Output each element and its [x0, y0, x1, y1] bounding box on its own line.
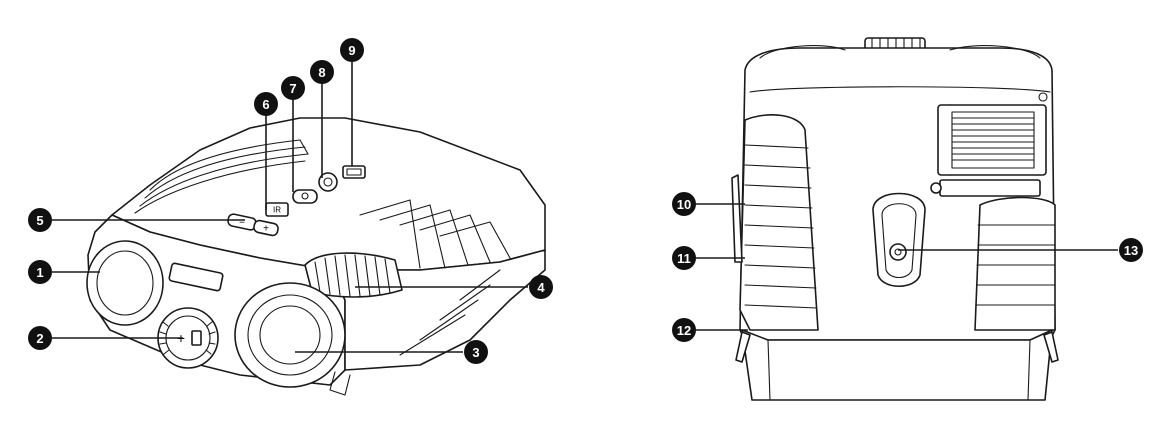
- binocular-front-view: − + IR: [86, 117, 546, 396]
- side-grip-ribs: [359, 199, 511, 356]
- mode-button[interactable]: [292, 189, 318, 204]
- left-top-ear: [759, 45, 846, 59]
- tripod-socket: [872, 192, 926, 288]
- callout-number: 1: [36, 265, 43, 280]
- right-strap-hook: [1043, 331, 1059, 363]
- leader-lines: [52, 62, 1118, 353]
- callout-circle: [672, 192, 696, 216]
- callout-circle: [310, 60, 334, 84]
- callout-circle: [672, 318, 696, 342]
- callout-6: 6: [254, 92, 278, 116]
- callout-number: 9: [348, 43, 355, 58]
- strap-loop: [329, 371, 351, 396]
- focus-wheel: [304, 252, 403, 298]
- callout-circle: [340, 38, 364, 62]
- callout-9: 9: [340, 38, 364, 62]
- right-top-ear: [949, 45, 1041, 59]
- callout-circle: [28, 326, 52, 350]
- left-rib-grip: [739, 114, 819, 331]
- base-edges: [767, 339, 1031, 401]
- indicator-light: [930, 182, 942, 194]
- callout-4: 4: [529, 275, 553, 299]
- callout-number: 13: [1124, 243, 1138, 258]
- mode-button-dot: [301, 192, 309, 200]
- callout-number: 2: [36, 331, 43, 346]
- callout-number: 4: [537, 280, 545, 295]
- menu-button-inner: [346, 168, 362, 176]
- callout-circle: [672, 246, 696, 270]
- menu-button[interactable]: [342, 165, 366, 179]
- callout-number: 11: [677, 251, 691, 266]
- zoom-plus-button[interactable]: [253, 219, 279, 237]
- callout-number: 5: [36, 213, 43, 228]
- callout-circle: [254, 92, 278, 116]
- left-strap-hook: [735, 331, 751, 363]
- callout-number: 10: [677, 197, 691, 212]
- callout-circle: [28, 260, 52, 284]
- plus-glyph: +: [263, 224, 269, 235]
- card-slot-cover: [939, 179, 1041, 197]
- callout-number: 12: [677, 323, 691, 338]
- callout-13: 13: [1119, 238, 1143, 262]
- callout-5: 5: [28, 208, 52, 232]
- binocular-rear-view: [731, 37, 1059, 401]
- callout-7: 7: [281, 76, 305, 100]
- callout-circle: [281, 76, 305, 100]
- callout-11: 11: [672, 246, 696, 270]
- callout-number: 7: [289, 81, 296, 96]
- battery-indicator: [191, 330, 202, 346]
- top-controls: − + IR: [227, 165, 366, 237]
- power-button-inner: [323, 177, 333, 187]
- callout-number: 8: [318, 65, 325, 80]
- callout-12: 12: [672, 318, 696, 342]
- top-seam: [749, 86, 1051, 93]
- right-lens: [234, 282, 346, 388]
- callout-circle: [1119, 238, 1143, 262]
- ir-window: [168, 262, 224, 292]
- right-rib-grip: [974, 196, 1056, 331]
- corner-screw: [1038, 92, 1048, 102]
- callout-circle: [529, 275, 553, 299]
- callout-8: 8: [310, 60, 334, 84]
- callout-2: 2: [28, 326, 52, 350]
- minus-glyph: −: [239, 218, 245, 229]
- side-strap-lug: [731, 174, 743, 263]
- top-grip-ribs: [134, 139, 309, 214]
- ir-glyph: IR: [273, 206, 281, 215]
- callout-3: 3: [464, 340, 488, 364]
- callout-number: 3: [472, 345, 479, 360]
- left-lens: [86, 240, 164, 326]
- callout-circle: [464, 340, 488, 364]
- speaker-grille: [937, 104, 1047, 176]
- callout-circle: [28, 208, 52, 232]
- callout-10: 10: [672, 192, 696, 216]
- power-button[interactable]: [318, 172, 338, 192]
- callout-number: 6: [262, 97, 269, 112]
- callout-1: 1: [28, 260, 52, 284]
- base-stand: [741, 329, 1053, 401]
